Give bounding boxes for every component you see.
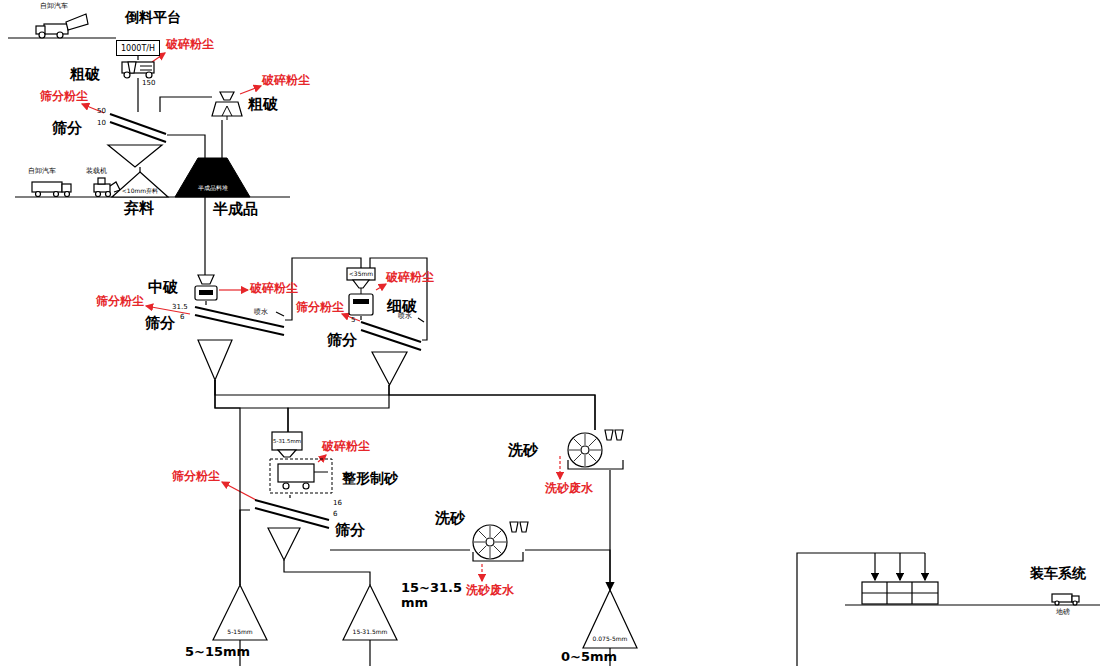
flow-line <box>215 380 595 430</box>
emission-label: 筛分粉尘 <box>40 90 88 104</box>
stockpile: 半成品料堆半成品 <box>175 158 250 197</box>
node-inner-label: <10mm弃料 <box>112 188 168 195</box>
node-label: 整形制砂 <box>342 470 398 486</box>
jaw-crusher: 粗破 <box>118 60 158 78</box>
flow-line <box>215 380 288 432</box>
node-label: 洗砂 <box>508 442 538 459</box>
flow-line <box>137 56 138 60</box>
vibrating-screen: 筛分 <box>185 305 285 380</box>
annotation: 装载机 <box>86 167 107 175</box>
node-inner-label: 5-31.5mm <box>272 438 302 444</box>
node-label: 半成品 <box>213 201 258 218</box>
node-label: 洗砂 <box>435 510 465 527</box>
cone-crusher: 粗破 <box>212 92 242 120</box>
node-label: 筛分 <box>52 120 82 137</box>
emission-label: 破碎粉尘 <box>262 74 310 88</box>
flow-line <box>330 549 470 550</box>
waste-pile: <10mm弃料弃料 <box>112 172 168 197</box>
node-label: 5~15mm <box>185 645 250 660</box>
product-pile: 15-31.5mm15~31.5 mm <box>343 585 397 640</box>
emission-label: 破碎粉尘 <box>250 282 298 296</box>
annotation: 16 <box>333 499 342 507</box>
node-label: 弃料 <box>124 200 154 217</box>
flow-line <box>360 316 361 320</box>
sand-washer: 洗砂 <box>565 430 625 470</box>
vibrating-screen-shape <box>185 305 285 380</box>
flow-line <box>288 385 389 432</box>
annotation: 装车系统 <box>1030 565 1086 581</box>
flow-line <box>137 78 138 112</box>
node-inner-label: 15-31.5mm <box>343 629 397 636</box>
node-label: 15~31.5 mm <box>401 581 457 611</box>
node-label: 筛分 <box>335 522 365 539</box>
flow-line <box>160 97 212 112</box>
flow-line <box>167 135 205 158</box>
vibrating-screen: 筛分 <box>357 320 422 385</box>
node-inner-label: <35mm <box>347 271 375 278</box>
secondary-crusher: 中破 <box>194 275 218 301</box>
product-pile: 0.075-5mm0~5mm <box>583 590 637 648</box>
emission-label: 破碎粉尘 <box>386 271 434 285</box>
vibrating-screen-shape <box>250 498 330 560</box>
emission-label: 破碎粉尘 <box>166 38 214 52</box>
jaw-crusher-shape <box>118 60 158 78</box>
node-inner-label: 半成品料堆 <box>175 185 250 192</box>
emission-label: 筛分粉尘 <box>296 301 344 315</box>
emission-label: 筛分粉尘 <box>96 295 144 309</box>
flow-line <box>221 120 222 158</box>
feed-hopper: 1000T/H倒料平台 <box>116 40 160 56</box>
annotation: 31.5 <box>172 303 188 311</box>
annotation: 6 <box>180 313 184 321</box>
secondary-crusher-shape <box>194 275 218 301</box>
annotation: 5 <box>351 316 355 324</box>
emission-label: 破碎粉尘 <box>322 440 370 454</box>
flow-line <box>525 550 610 590</box>
vibrating-screen-shape <box>357 320 422 385</box>
node-label: 0~5mm <box>561 650 617 665</box>
node-inner-label: 5-15mm <box>213 629 267 636</box>
cone-crusher-shape <box>212 92 242 120</box>
node-label: 筛分 <box>145 315 175 332</box>
annotation: 自卸汽车 <box>28 167 56 175</box>
annotation: 50 <box>97 107 106 115</box>
flow-line <box>284 560 370 585</box>
node-inner-label: 1000T/H <box>117 44 159 53</box>
flow-line <box>389 385 595 430</box>
fine-crusher: <35mm细破 <box>347 268 375 316</box>
node-label: 中破 <box>148 279 178 296</box>
node-label: 粗破 <box>70 66 100 83</box>
flow-line <box>240 510 250 585</box>
emission-label: 筛分粉尘 <box>172 470 220 484</box>
annotation: 自卸汽车 <box>40 2 68 10</box>
flow-line <box>205 301 206 305</box>
node-label: 粗破 <box>248 96 278 113</box>
annotation: 150 <box>142 79 155 87</box>
flow-line <box>289 495 290 498</box>
annotation: 10 <box>97 119 106 127</box>
node-inner-label: 0.075-5mm <box>583 636 637 643</box>
sand-washer: 洗砂 <box>470 522 525 562</box>
node-label: 倒料平台 <box>125 9 181 25</box>
sand-washer-shape <box>470 522 525 562</box>
vibrating-screen: 筛分 <box>250 498 330 560</box>
product-pile: 5-15mm5~15mm <box>213 585 267 640</box>
emission-label: 洗砂废水 <box>466 584 514 598</box>
emission-label: 洗砂废水 <box>545 482 593 496</box>
annotation: 喷水 <box>398 312 412 320</box>
node-label: 筛分 <box>327 332 357 349</box>
annotation: 地磅 <box>1056 608 1070 616</box>
stockpile-shape <box>175 158 250 197</box>
annotation: 6 <box>333 510 337 518</box>
sand-washer-shape <box>565 430 625 470</box>
flow-line <box>204 197 205 275</box>
annotation: 喷水 <box>254 308 268 316</box>
